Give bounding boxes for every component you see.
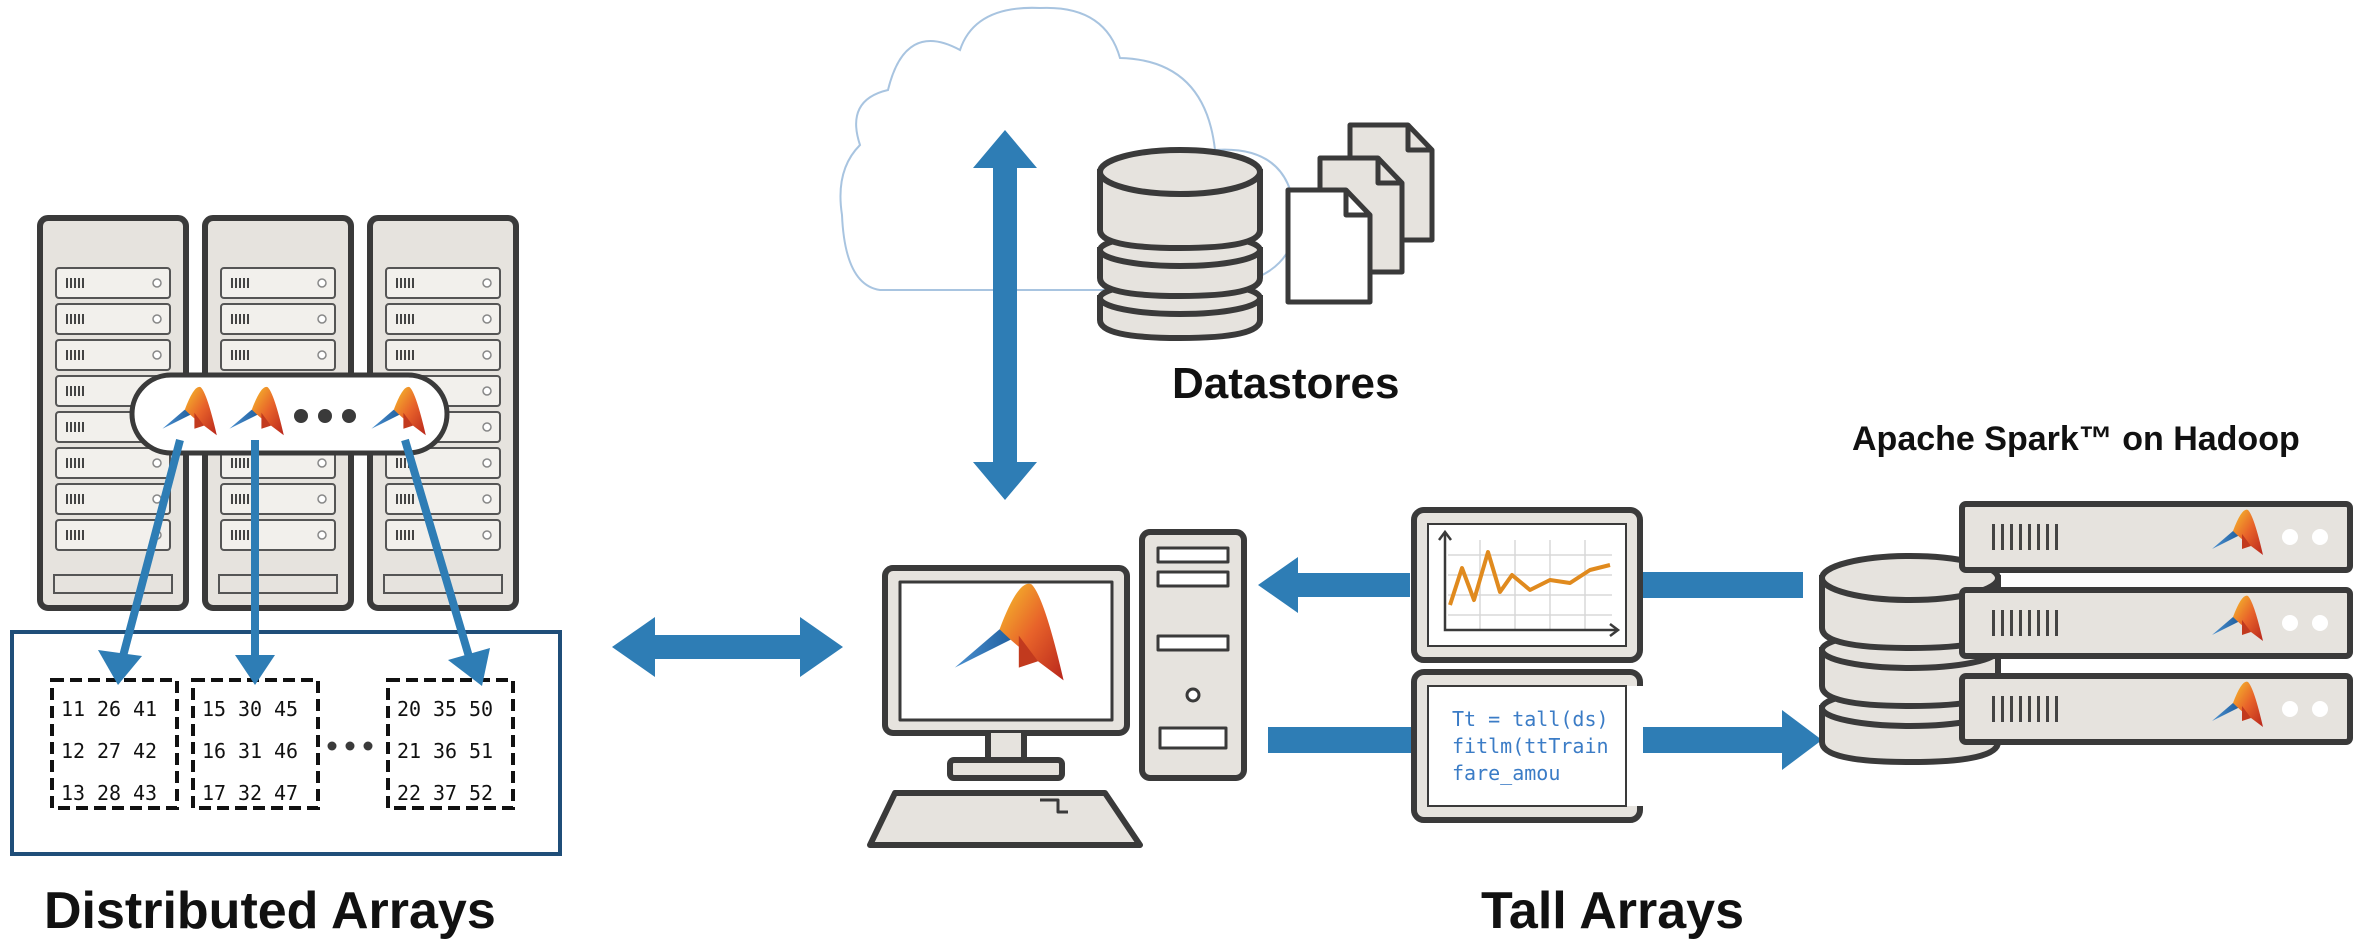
server-unit [1959, 673, 2353, 745]
ellipsis-dots [327, 741, 373, 751]
array-cell: 50 [469, 697, 493, 721]
chart-icon [1411, 507, 1643, 663]
desktop-computer-icon [867, 529, 1247, 848]
array-cell: 31 [238, 739, 262, 763]
array-cell: 28 [97, 781, 121, 805]
array-cell: 32 [238, 781, 262, 805]
array-block: 11 26 41 12 27 42 13 28 43 [50, 678, 179, 810]
worker-to-block-arrows [98, 438, 490, 686]
tall-code-arrow [1268, 710, 1822, 770]
database-icon [1819, 553, 2001, 766]
distributed-arrays-label: Distributed Arrays [44, 882, 496, 940]
array-block: 20 35 50 21 36 51 22 37 52 [386, 678, 515, 810]
array-cell: 47 [274, 781, 298, 805]
array-cell: 42 [133, 739, 157, 763]
array-cell: 52 [469, 781, 493, 805]
tall-result-arrow [1258, 557, 1803, 613]
array-cell: 36 [433, 739, 457, 763]
array-cell: 30 [238, 697, 262, 721]
array-cell: 11 [61, 697, 85, 721]
distributed-client-arrow [612, 617, 843, 677]
array-cell: 21 [397, 739, 421, 763]
array-cell: 46 [274, 739, 298, 763]
array-cell: 16 [202, 739, 226, 763]
server-unit [1959, 587, 2353, 659]
code-line: fitlm(ttTrain [1452, 734, 1609, 758]
datastores-label: Datastores [1172, 359, 1399, 408]
array-cell: 27 [97, 739, 121, 763]
array-cell: 41 [133, 697, 157, 721]
array-cell: 35 [433, 697, 457, 721]
code-window-icon: Tt = tall(ds) fitlm(ttTrain fare_amou [1411, 669, 1643, 823]
workers-pill [129, 372, 450, 456]
tall-arrays-label: Tall Arrays [1481, 882, 1744, 940]
array-cell: 37 [433, 781, 457, 805]
documents-icon [1285, 122, 1435, 305]
array-cell: 13 [61, 781, 85, 805]
database-icon [1097, 147, 1263, 342]
array-block: 15 30 45 16 31 46 17 32 47 [191, 678, 320, 810]
array-cell: 12 [61, 739, 85, 763]
array-cell: 22 [397, 781, 421, 805]
array-cell: 26 [97, 697, 121, 721]
code-line: fare_amou [1452, 761, 1560, 785]
array-cell: 45 [274, 697, 298, 721]
array-cell: 51 [469, 739, 493, 763]
cloud-client-arrow [973, 130, 1037, 500]
array-cell: 20 [397, 697, 421, 721]
spark-hadoop-label: Apache Spark™ on Hadoop [1852, 420, 2300, 458]
array-cell: 43 [133, 781, 157, 805]
spark-servers [1959, 501, 2353, 745]
array-cell: 15 [202, 697, 226, 721]
array-cell: 17 [202, 781, 226, 805]
code-line: Tt = tall(ds) [1452, 707, 1609, 731]
server-unit [1959, 501, 2353, 573]
